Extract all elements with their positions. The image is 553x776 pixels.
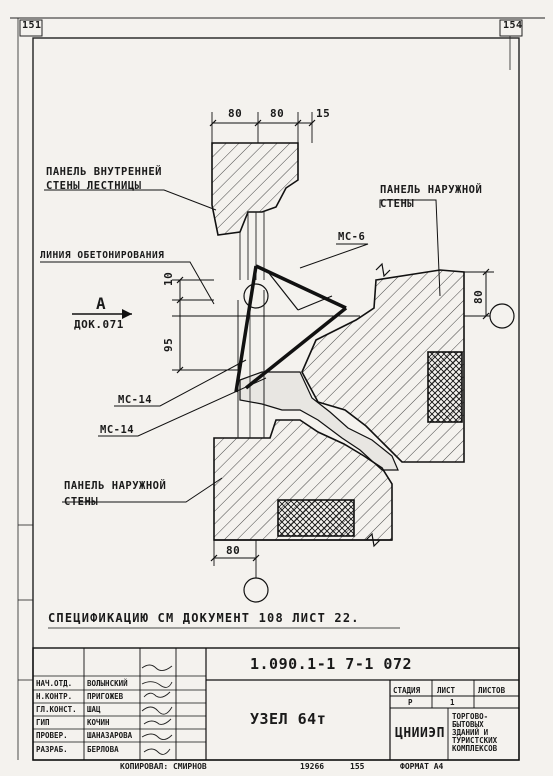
footer-number: 19266 (300, 762, 325, 771)
corner-box-left (19, 19, 43, 37)
footer-copied: КОПИРОВАЛ: СМИРНОВ (120, 762, 207, 771)
header-sheets: ЛИСТОВ (478, 686, 506, 695)
role-2: Н.КОНТР. (36, 692, 73, 701)
label-view-ref: ДОК.071 (74, 318, 124, 331)
insulation-right (427, 351, 463, 423)
dim-top-80-a: 80 (228, 107, 243, 120)
role-5: ПРОВЕР. (36, 731, 68, 740)
label-inner-panel-2: СТЕНЫ ЛЕСТНИЦЫ (46, 180, 142, 192)
insulation-bottom (277, 499, 355, 537)
header-stage: СТАДИЯ (393, 686, 421, 695)
axis-marker-bottom (243, 577, 269, 603)
label-concrete-line: ЛИНИЯ ОБЕТОНИРОВАНИЯ (40, 250, 165, 261)
org-name: ЦНИИЭП (395, 726, 445, 741)
title-block (32, 647, 520, 761)
corner-number-right: 154 (503, 20, 523, 31)
dim-left-10: 10 (162, 271, 175, 286)
label-ms14-a: МС-14 (118, 394, 153, 406)
inner-wall-panel (211, 142, 299, 236)
footer-format: ФОРМАТ А4 (400, 762, 444, 771)
name-3: ШАЦ (87, 705, 101, 714)
outer-wall-panel-right (301, 269, 465, 463)
label-inner-panel-1: ПАНЕЛЬ ВНУТРЕННЕЙ (46, 166, 162, 178)
name-5: ШАНАЗАРОВА (87, 731, 133, 740)
dim-left-95: 95 (162, 337, 175, 352)
corner-number-left: 151 (22, 20, 42, 31)
label-ms14-b: МС-14 (100, 424, 135, 436)
role-4: ГИП (36, 718, 50, 727)
role-6: РАЗРАБ. (36, 745, 68, 754)
name-4: КОЧИН (87, 718, 110, 727)
rod-ms14-a (234, 265, 258, 393)
rod-ms14-b (244, 306, 348, 390)
label-outer-panel-top-2: СТЕНЫ (380, 198, 415, 210)
dim-bottom-80: 80 (226, 544, 241, 557)
org-desc-5: КОМПЛЕКСОВ (452, 744, 498, 753)
label-outer-panel-bottom-1: ПАНЕЛЬ НАРУЖНОЙ (64, 480, 167, 492)
sheet-value: 1 (450, 698, 455, 707)
name-2: ПРИГОЖЕВ (87, 692, 124, 701)
stage-value: Р (408, 698, 413, 707)
org-desc-4: ТУРИСТСКИХ (452, 736, 498, 745)
name-6: БЕРЛОВА (87, 745, 119, 754)
header-sheet: ЛИСТ (437, 686, 456, 695)
dim-right-80: 80 (472, 289, 485, 304)
org-desc-3: ЗДАНИЙ И (452, 728, 489, 737)
joint-circle (243, 283, 269, 309)
org-desc-2: БЫТОВЫХ (452, 720, 484, 729)
dim-top-15: 15 (316, 107, 331, 120)
doc-code: 1.090.1-1 7-1 072 (250, 655, 413, 673)
label-outer-panel-bottom-2: СТЕНЫ (64, 496, 99, 508)
name-1: ВОЛЫНСКИЙ (87, 679, 128, 688)
drawing-title: УЗЕЛ 64т (250, 710, 327, 728)
footer-sheet: 155 (350, 762, 365, 771)
role-3: ГЛ.КОНСТ. (36, 705, 77, 714)
dim-top-80-b: 80 (270, 107, 285, 120)
concrete-joint (239, 371, 399, 471)
spec-note: СПЕЦИФИКАЦИЮ СМ ДОКУМЕНТ 108 ЛИСТ 22. (48, 611, 360, 625)
label-view-letter: А (96, 294, 107, 313)
rod-ms6 (255, 264, 347, 310)
role-1: НАЧ.ОТД. (36, 679, 73, 688)
axis-marker-right (489, 303, 515, 329)
label-ms6: МС-6 (338, 231, 366, 243)
org-desc-1: ТОРГОВО- (452, 712, 489, 721)
label-outer-panel-top-1: ПАНЕЛЬ НАРУЖНОЙ (380, 184, 483, 196)
corner-box-right (499, 19, 523, 37)
